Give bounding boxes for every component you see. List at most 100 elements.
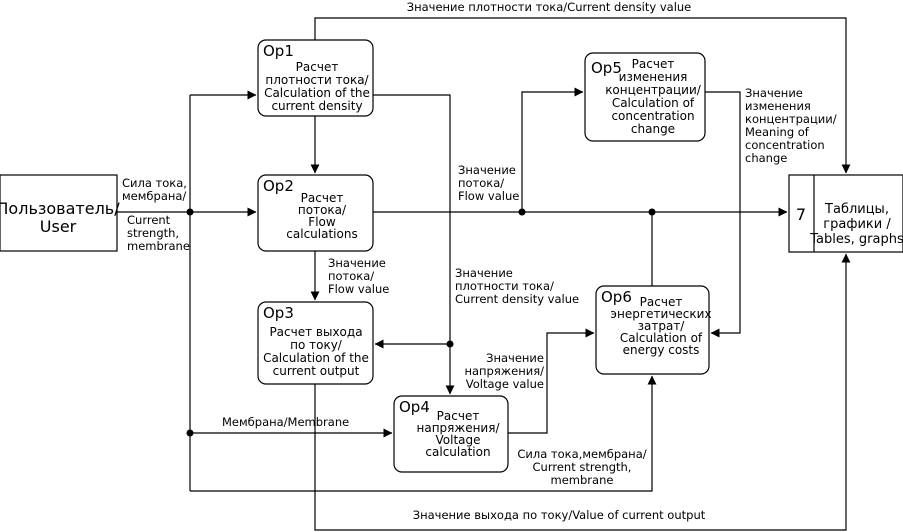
user-box-text: Пользователь/User bbox=[0, 199, 120, 236]
text-line: Current strength, bbox=[533, 460, 632, 474]
edge-labels: Значение плотности тока/Current density … bbox=[122, 0, 837, 522]
text-line: по току/ bbox=[290, 338, 343, 352]
node-op1-title: Op1 bbox=[263, 42, 294, 60]
text-line: Расчет bbox=[301, 191, 344, 205]
text-line: потока/ bbox=[458, 176, 504, 190]
text-line: Значение плотности тока/Current density … bbox=[407, 0, 692, 14]
text-line: User bbox=[40, 217, 77, 236]
junction-dot bbox=[648, 208, 656, 216]
label-user-input-ru: Сила тока,мембрана/ bbox=[122, 176, 187, 203]
text-line: плотности тока/ bbox=[455, 279, 554, 293]
text-line: потока/ bbox=[298, 203, 347, 217]
label-bottom-output: Значение выхода по току/Value of current… bbox=[413, 508, 706, 522]
text-line: Расчет выхода bbox=[269, 325, 362, 339]
text-line: Flow bbox=[308, 215, 336, 229]
text-line: concentration bbox=[745, 138, 825, 152]
text-line: Значение bbox=[455, 266, 513, 280]
junction-dot bbox=[446, 340, 454, 348]
node-op6-title: Op6 bbox=[601, 288, 632, 306]
text-line: Мембрана/Membrane bbox=[222, 415, 349, 429]
node-op2-title: Op2 bbox=[263, 177, 294, 195]
text-line: графики / bbox=[823, 217, 891, 232]
text-line: Current density value bbox=[455, 292, 579, 306]
text-line: Значение bbox=[745, 86, 803, 100]
text-line: Calculation of the bbox=[264, 86, 370, 100]
text-line: concentration bbox=[611, 109, 694, 123]
text-line: energy costs bbox=[623, 343, 700, 357]
junction-dot bbox=[518, 208, 526, 216]
text-line: Расчет bbox=[640, 295, 683, 309]
text-line: Current bbox=[127, 213, 171, 227]
text-line: напряжения/ bbox=[464, 364, 544, 378]
text-line: мембрана/ bbox=[122, 189, 186, 203]
text-line: current density bbox=[271, 99, 362, 113]
text-line: энергетических bbox=[610, 307, 711, 321]
text-line: Таблицы, bbox=[824, 202, 889, 217]
label-membrane: Мембрана/Membrane bbox=[222, 415, 349, 429]
text-line: Calculation of bbox=[612, 96, 695, 110]
edge-op3-tables bbox=[314, 253, 851, 531]
text-line: концентрации/ bbox=[745, 112, 837, 126]
text-line: Значение bbox=[458, 163, 516, 177]
node-op4-title: Op4 bbox=[399, 398, 430, 416]
edge-op1-op4 bbox=[373, 94, 455, 395]
node-op3-title: Op3 bbox=[263, 304, 294, 322]
edge-bus-op6 bbox=[190, 375, 657, 492]
edge-op4-op6 bbox=[508, 328, 595, 434]
output-number: 7 bbox=[796, 205, 806, 224]
text-line: Значение выхода по току/Value of current… bbox=[413, 508, 706, 522]
text-line: изменения bbox=[619, 70, 688, 84]
text-line: calculations bbox=[286, 227, 357, 241]
text-line: Voltage value bbox=[466, 377, 544, 391]
junction-dot bbox=[186, 429, 194, 437]
text-line: концентрации/ bbox=[605, 83, 702, 97]
text-line: изменения bbox=[745, 99, 811, 113]
text-line: Сила тока,мембрана/ bbox=[517, 447, 646, 461]
user-box: Пользователь/User bbox=[0, 174, 120, 252]
text-line: Сила тока, bbox=[122, 176, 187, 190]
output-box-text: Таблицы,графики /Tables, graphs bbox=[809, 202, 903, 247]
text-line: Calculation of bbox=[620, 331, 703, 345]
edge-op5-op6 bbox=[705, 91, 741, 338]
text-line: Voltage bbox=[435, 433, 480, 447]
junction-dot bbox=[186, 208, 194, 216]
text-line: Расчет bbox=[632, 57, 675, 71]
text-line: Tables, graphs bbox=[809, 232, 903, 247]
node-op5-title: Op5 bbox=[591, 59, 622, 77]
text-line: Flow value bbox=[328, 282, 389, 296]
text-line: Flow value bbox=[458, 189, 519, 203]
text-line: потока/ bbox=[328, 269, 374, 283]
edge-op1-tables bbox=[314, 17, 851, 174]
output-box: 7 Таблицы,графики /Tables, graphs bbox=[788, 174, 903, 253]
text-line: Значение bbox=[328, 256, 386, 270]
text-line: membrane bbox=[127, 239, 190, 253]
text-line: calculation bbox=[425, 445, 490, 459]
text-line: change bbox=[631, 122, 675, 136]
edge-flow-op5 bbox=[521, 87, 584, 212]
text-line: current output bbox=[273, 364, 360, 378]
label-strength-bottom: Сила тока,мембрана/Current strength,memb… bbox=[517, 447, 646, 487]
text-line: Расчет bbox=[296, 60, 339, 74]
text-line: Calculation of the bbox=[263, 351, 369, 365]
text-line: Пользователь/ bbox=[0, 199, 120, 218]
text-line: membrane bbox=[551, 473, 614, 487]
text-line: Расчет bbox=[437, 409, 480, 423]
